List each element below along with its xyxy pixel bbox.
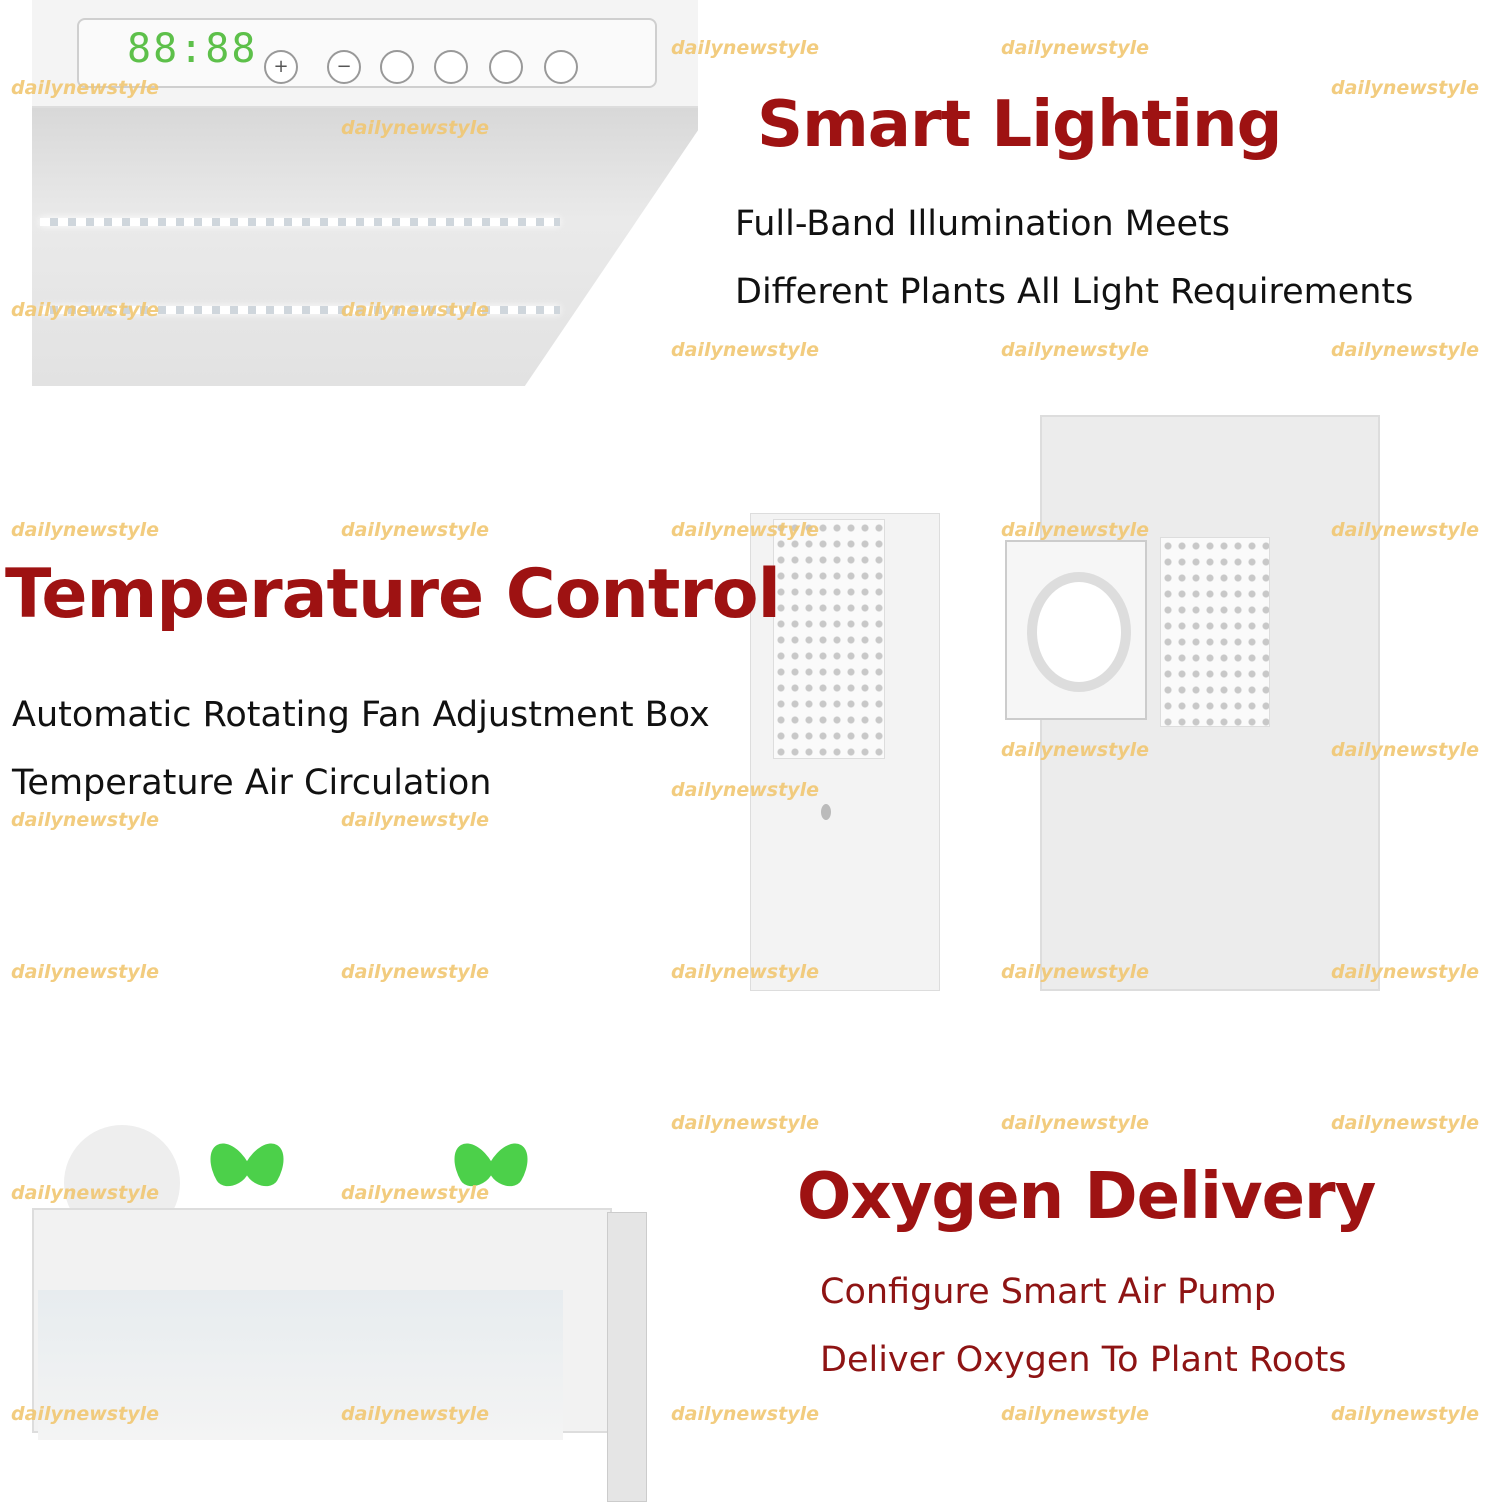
led-strip <box>40 306 560 314</box>
vent-grille <box>773 519 885 759</box>
tank-side-wall <box>607 1212 647 1502</box>
door-hole <box>821 804 831 820</box>
lighting-line-1: Full-Band Illumination Meets <box>735 204 1231 244</box>
watermark: dailynewstyle <box>671 37 819 59</box>
vent-grille <box>1160 537 1270 727</box>
watermark: dailynewstyle <box>11 1182 159 1204</box>
watermark: dailynewstyle <box>671 1403 819 1425</box>
vent-door <box>750 513 940 991</box>
control-panel: 88:88 + − <box>32 0 698 108</box>
panel-button <box>380 50 414 84</box>
watermark: dailynewstyle <box>671 961 819 983</box>
fan-unit <box>1005 540 1147 720</box>
watermark: dailynewstyle <box>1331 77 1479 99</box>
watermark: dailynewstyle <box>1331 1112 1479 1134</box>
watermark: dailynewstyle <box>1001 1403 1149 1425</box>
watermark: dailynewstyle <box>671 339 819 361</box>
oxygen-line-1: Configure Smart Air Pump <box>820 1272 1276 1312</box>
lighting-line-2: Different Plants All Light Requirements <box>735 272 1414 312</box>
panel-button <box>544 50 578 84</box>
fan-icon <box>1027 572 1131 692</box>
light-housing <box>32 108 698 386</box>
watermark: dailynewstyle <box>341 1182 489 1204</box>
watermark: dailynewstyle <box>11 519 159 541</box>
section-title-temperature-control: Temperature Control <box>5 555 781 634</box>
time-display: 88:88 <box>127 26 258 72</box>
watermark: dailynewstyle <box>1331 339 1479 361</box>
watermark: dailynewstyle <box>341 519 489 541</box>
section-title-smart-lighting: Smart Lighting <box>757 88 1282 162</box>
oxygen-line-2: Deliver Oxygen To Plant Roots <box>820 1340 1347 1380</box>
led-strip <box>40 218 560 226</box>
watermark: dailynewstyle <box>11 809 159 831</box>
section-title-oxygen-delivery: Oxygen Delivery <box>797 1160 1376 1234</box>
temperature-line-2: Temperature Air Circulation <box>12 763 492 803</box>
panel-button <box>489 50 523 84</box>
watermark: dailynewstyle <box>1001 37 1149 59</box>
watermark: dailynewstyle <box>11 1403 159 1425</box>
minus-button: − <box>327 50 361 84</box>
watermark: dailynewstyle <box>341 1403 489 1425</box>
watermark: dailynewstyle <box>1331 739 1479 761</box>
plant-leaf-icon <box>483 1135 537 1193</box>
watermark: dailynewstyle <box>1001 961 1149 983</box>
watermark: dailynewstyle <box>1001 739 1149 761</box>
watermark: dailynewstyle <box>1331 961 1479 983</box>
watermark: dailynewstyle <box>341 809 489 831</box>
watermark: dailynewstyle <box>341 299 489 321</box>
watermark: dailynewstyle <box>11 77 159 99</box>
watermark: dailynewstyle <box>341 117 489 139</box>
watermark: dailynewstyle <box>341 961 489 983</box>
watermark: dailynewstyle <box>671 1112 819 1134</box>
water-tank-product-image <box>32 1120 657 1502</box>
watermark: dailynewstyle <box>1331 519 1479 541</box>
watermark: dailynewstyle <box>11 961 159 983</box>
watermark: dailynewstyle <box>1331 1403 1479 1425</box>
watermark: dailynewstyle <box>671 779 819 801</box>
watermark: dailynewstyle <box>1001 339 1149 361</box>
watermark: dailynewstyle <box>1001 519 1149 541</box>
fan-product-image <box>750 395 1380 991</box>
grow-light-product-image: 88:88 + − <box>32 0 698 386</box>
temperature-line-1: Automatic Rotating Fan Adjustment Box <box>12 695 710 735</box>
watermark: dailynewstyle <box>1001 1112 1149 1134</box>
panel-button <box>434 50 468 84</box>
water-tank <box>32 1208 612 1440</box>
watermark: dailynewstyle <box>671 519 819 541</box>
watermark: dailynewstyle <box>11 299 159 321</box>
plant-leaf-icon <box>239 1135 293 1193</box>
plus-button: + <box>264 50 298 84</box>
water <box>38 1290 563 1440</box>
